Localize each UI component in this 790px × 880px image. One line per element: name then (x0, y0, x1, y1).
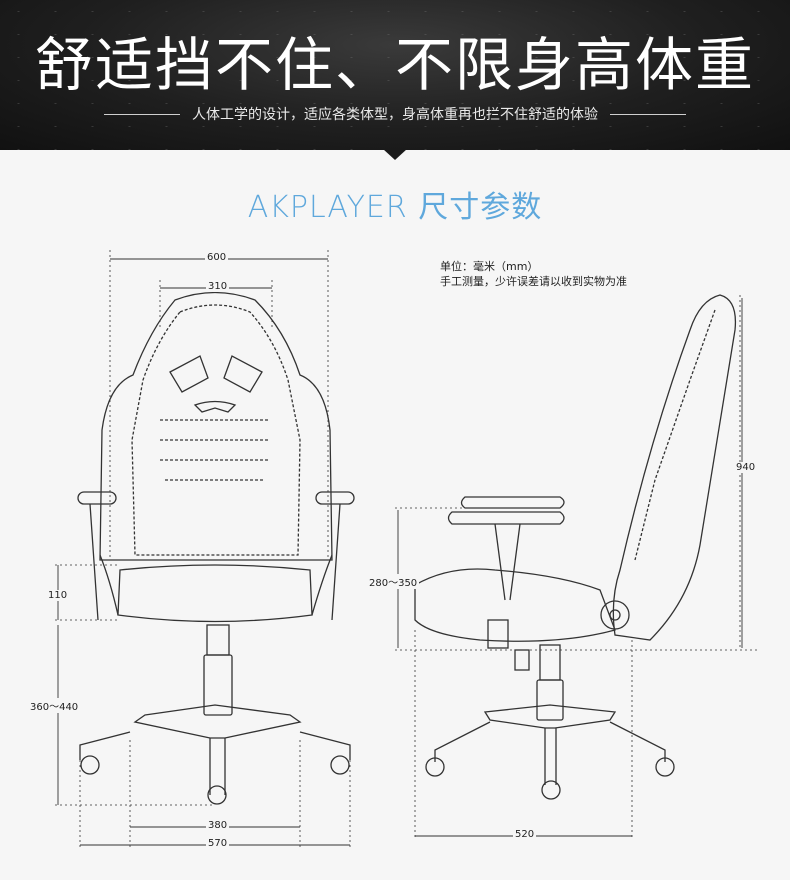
dim-side-depth: 520 (513, 829, 537, 840)
dimension-arrows (57, 258, 743, 846)
dim-base-width: 570 (206, 838, 230, 849)
dim-seat-depth: 380 (206, 820, 230, 831)
banner-notch (383, 149, 407, 160)
unit-note: 单位：毫米（mm） (440, 260, 539, 273)
hero-banner: 舒适挡不住、不限身高体重 人体工学的设计，适应各类体型，身高体重再也拦不住舒适的… (0, 0, 790, 150)
banner-subtitle: 人体工学的设计，适应各类体型，身高体重再也拦不住舒适的体验 (192, 107, 598, 123)
divider-right (610, 113, 686, 115)
banner-subtitle-row: 人体工学的设计，适应各类体型，身高体重再也拦不住舒适的体验 (0, 104, 790, 124)
side-chair-drawing (414, 294, 737, 800)
dim-armrest-offset: 110 (46, 590, 70, 601)
measure-note: 手工测量，少许误差请以收到实物为准 (440, 275, 627, 288)
section-title: AKPLAYER 尺寸参数 (247, 190, 543, 225)
dim-front-width: 600 (205, 252, 229, 263)
dim-armrest-height: 280〜350 (367, 574, 420, 589)
dimension-guides (55, 250, 760, 850)
dim-side-height: 940 (734, 462, 758, 473)
banner-title: 舒适挡不住、不限身高体重 (34, 31, 755, 99)
front-chair-drawing (77, 291, 355, 805)
dim-seat-height: 360〜440 (28, 698, 81, 713)
starfield-background (0, 0, 790, 150)
dim-backrest-width: 310 (206, 281, 230, 292)
divider-left (104, 113, 180, 115)
